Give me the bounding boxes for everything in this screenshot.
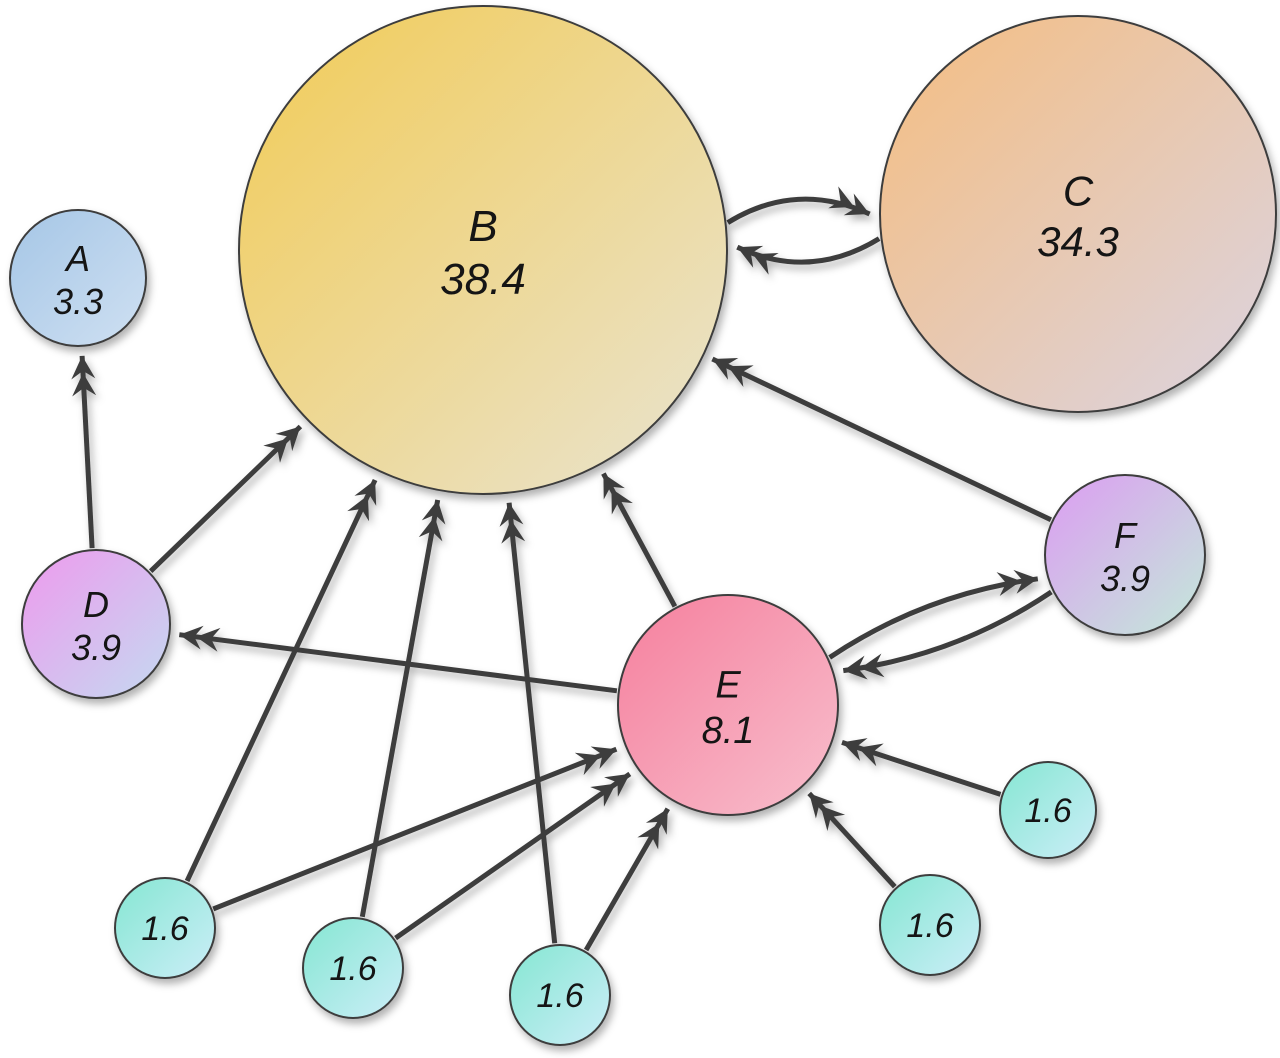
node-G-value: 1.6 — [141, 910, 188, 948]
node-I-circle — [509, 944, 611, 1046]
node-D-circle — [21, 549, 171, 699]
node-J-circle — [879, 874, 981, 976]
edge-D-B-arrow — [148, 424, 303, 573]
node-A-label: A — [64, 238, 90, 279]
node-I-value: 1.6 — [536, 977, 583, 1015]
node-B-circle — [238, 5, 728, 495]
node-J-value: 1.6 — [906, 907, 953, 945]
labels-layer: A3.3B38.4C34.3D3.9E8.1F3.91.61.61.61.61.… — [53, 168, 1150, 1015]
edge-D-A-arrow — [71, 355, 97, 549]
node-H-value: 1.6 — [329, 950, 376, 988]
node-K-circle — [999, 761, 1097, 859]
edges-layer — [71, 186, 1053, 952]
node-G-circle — [114, 877, 216, 979]
edge-E-F-arrow — [828, 569, 1039, 660]
node-E-value: 8.1 — [702, 710, 755, 752]
edge-K-E-arrow — [841, 738, 1002, 797]
nodes-layer — [9, 5, 1277, 1046]
edge-C-B-arrow — [736, 236, 881, 275]
node-C-value: 34.3 — [1037, 218, 1119, 265]
edge-E-B-arrow — [601, 472, 678, 608]
node-C-circle — [879, 15, 1277, 413]
node-H-circle — [302, 917, 404, 1019]
node-B-value: 38.4 — [440, 255, 526, 304]
node-E-label: E — [715, 664, 741, 706]
node-F-circle — [1044, 474, 1206, 636]
node-A-circle — [9, 209, 147, 347]
edge-I-E-arrow — [583, 807, 670, 952]
edge-H-B-arrow — [359, 499, 446, 918]
edge-F-E-arrow — [842, 589, 1053, 680]
node-D-label: D — [83, 584, 109, 625]
node-C-label: C — [1063, 168, 1094, 215]
edge-H-E-arrow — [394, 771, 632, 941]
edge-G-E-arrow — [212, 746, 618, 912]
node-D-value: 3.9 — [71, 627, 121, 668]
node-B-label: B — [468, 202, 497, 251]
node-A-value: 3.3 — [53, 281, 103, 322]
edge-I-B-arrow — [499, 502, 558, 944]
node-F-label: F — [1114, 515, 1138, 556]
node-E-circle — [617, 594, 839, 816]
edge-G-B-arrow — [184, 478, 378, 882]
edge-E-D-arrow — [178, 625, 618, 694]
node-F-value: 3.9 — [1100, 558, 1150, 599]
edge-B-C-arrow — [726, 186, 871, 225]
node-K-value: 1.6 — [1024, 792, 1071, 830]
edge-F-B-arrow — [711, 356, 1052, 523]
edge-J-E-arrow — [807, 791, 897, 889]
